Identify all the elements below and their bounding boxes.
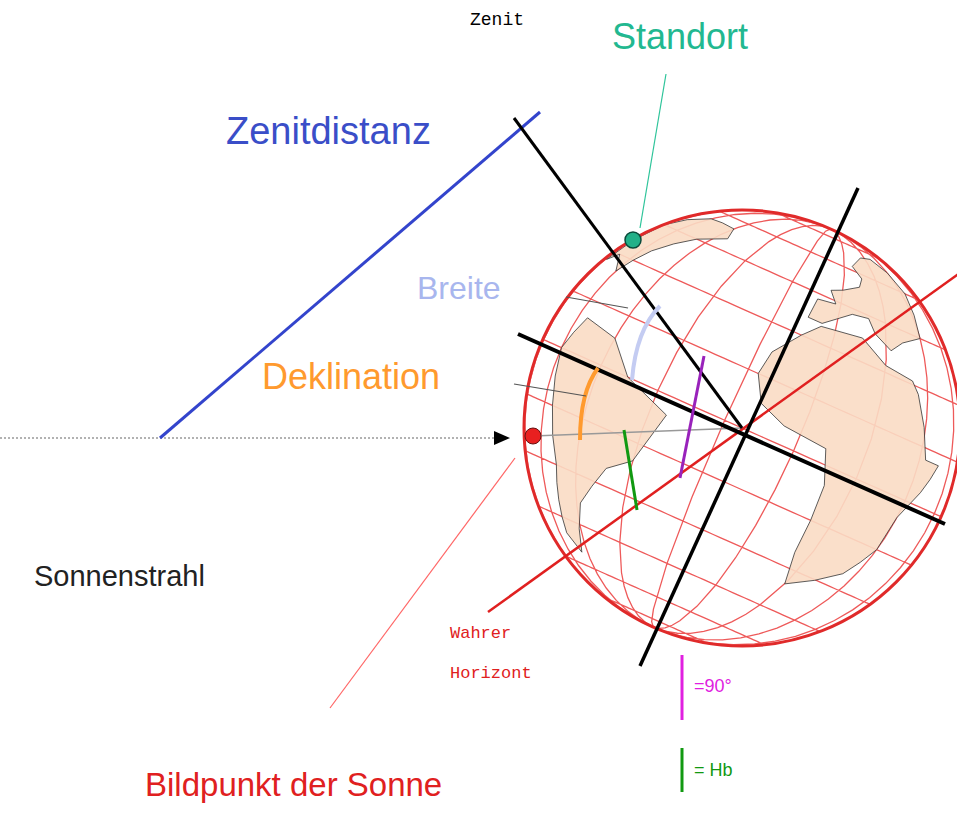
- declination-label: Deklination: [260, 356, 442, 397]
- true-horizon-line: [488, 262, 957, 612]
- legend-text: = Hb: [692, 760, 735, 781]
- sunray-label: Sonnenstrahl: [32, 560, 207, 593]
- declination-arc: [580, 368, 598, 440]
- deklination-leader: [514, 384, 586, 396]
- equator-line: [518, 334, 945, 524]
- horizon-label: Wahrer Horizont: [448, 614, 556, 694]
- zenith-label: Zenit: [468, 10, 526, 31]
- sun-ray: [0, 437, 496, 439]
- altitude-line: [624, 430, 637, 510]
- latitude-arc: [632, 306, 660, 380]
- globe-land: [552, 219, 938, 584]
- latitude-label: Breite: [415, 270, 503, 307]
- location-label: Standort: [610, 16, 750, 57]
- breite-leader: [566, 297, 628, 308]
- subpoint-label: Bildpunkt der Sonne: [143, 766, 444, 804]
- zenith-distance-label: Zenitdistanz: [224, 110, 433, 154]
- ray-to-center: [533, 428, 742, 436]
- legend-text: =90°: [692, 676, 734, 697]
- zenith-distance-line: [160, 112, 540, 438]
- legend-sample-green: [681, 748, 684, 792]
- standort-leader: [640, 74, 666, 228]
- observer-point: [625, 232, 641, 248]
- continent: [758, 326, 938, 584]
- continent: [808, 258, 920, 351]
- right-angle-line: [680, 356, 704, 478]
- legend-sample-magenta: [681, 655, 684, 720]
- ray-arrowhead: [494, 431, 510, 445]
- sun-subpoint: [525, 428, 541, 444]
- zenith-line: [514, 118, 742, 428]
- earth-axis: [640, 188, 858, 666]
